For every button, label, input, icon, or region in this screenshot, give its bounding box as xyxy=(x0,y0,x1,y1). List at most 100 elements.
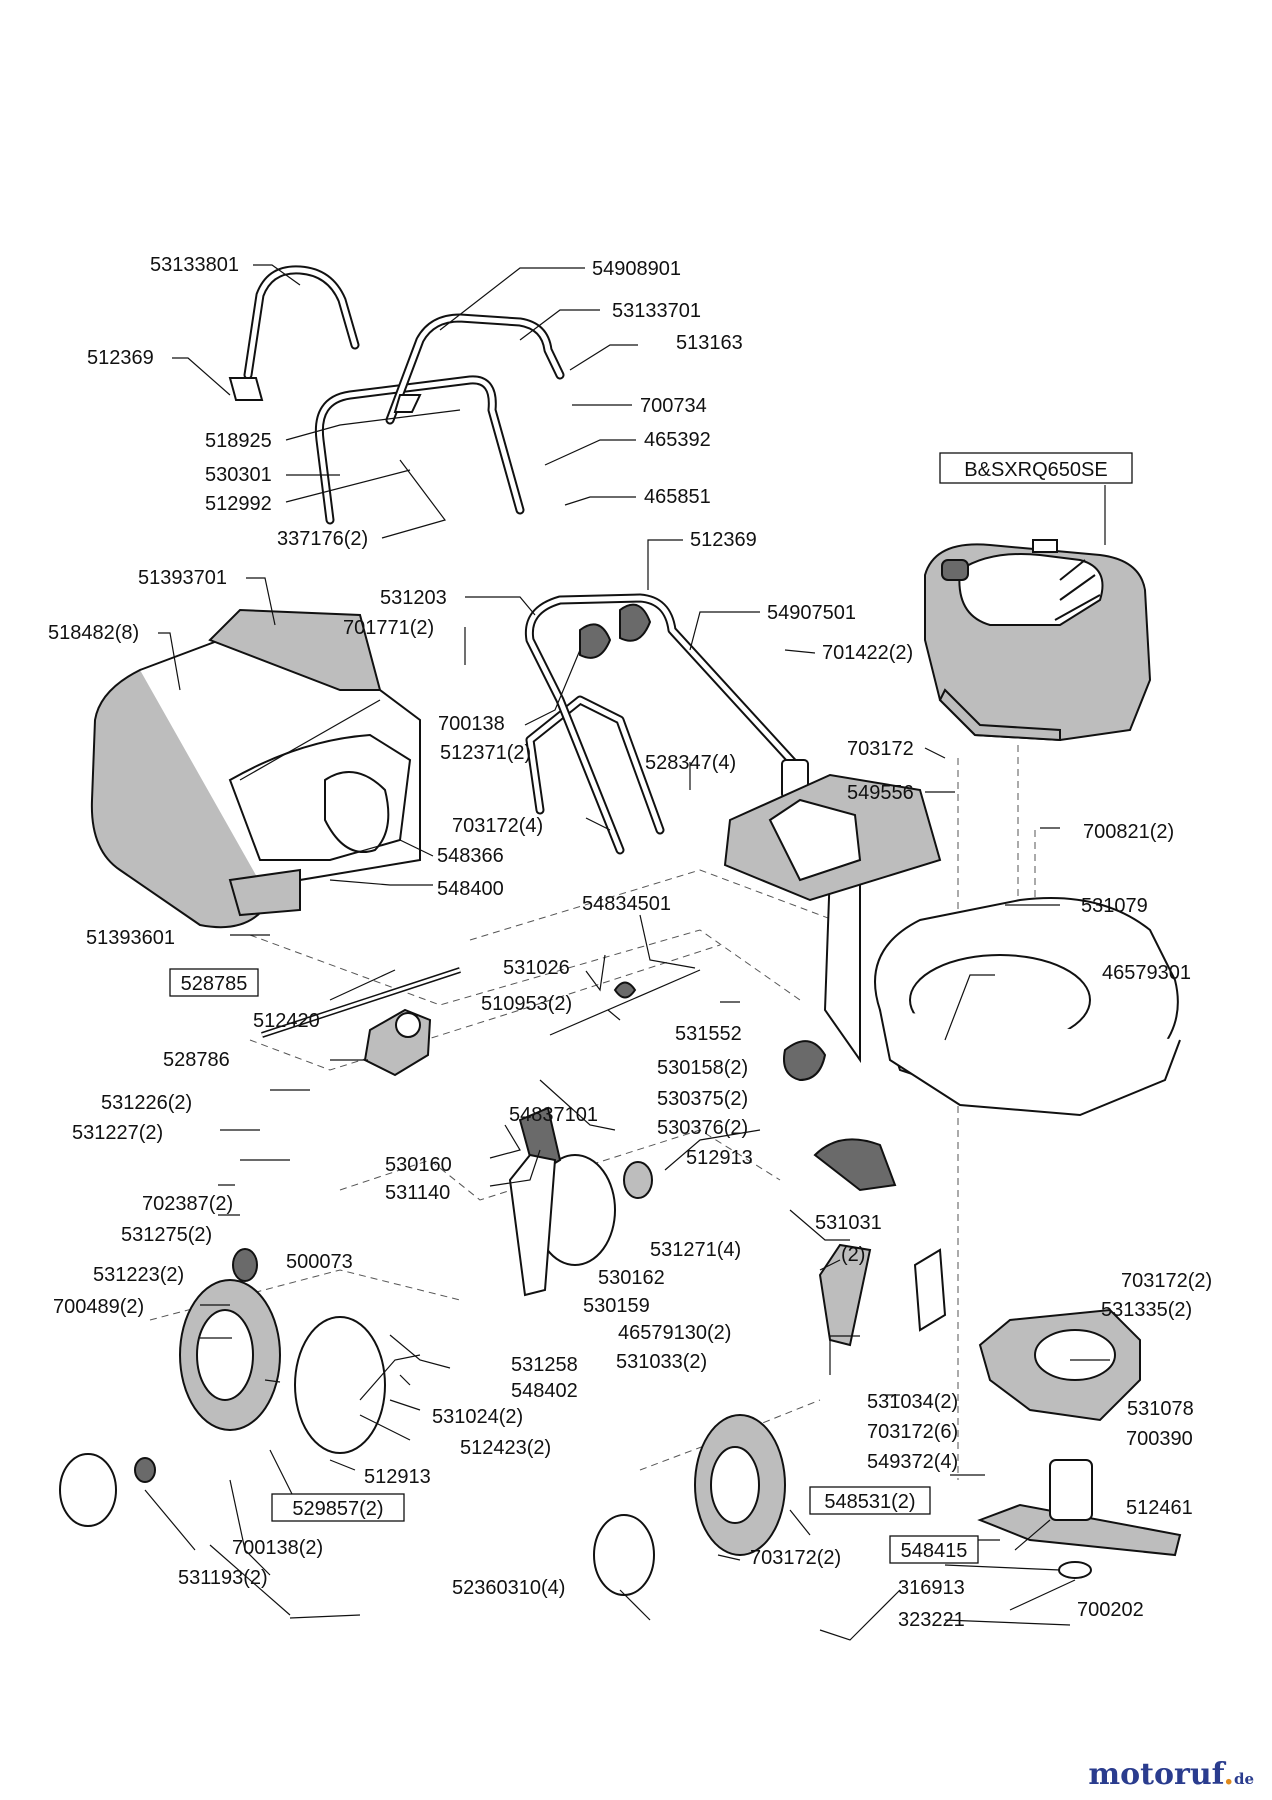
part-label-2: (2) xyxy=(841,1244,865,1266)
part-label-518925: 518925 xyxy=(205,430,272,452)
part-label-531026: 531026 xyxy=(503,957,570,979)
part-label-512913: 512913 xyxy=(686,1147,753,1169)
boxed-part-labels: 528785 529857(2) 548531(2) 548415 xyxy=(169,968,979,1564)
brand-logo: motoruf.de xyxy=(1088,1757,1254,1792)
part-label-53133701: 53133701 xyxy=(612,300,701,322)
part-label-700489-2: 700489(2) xyxy=(53,1296,144,1318)
part-label-54908901: 54908901 xyxy=(592,258,681,280)
part-label-700734: 700734 xyxy=(640,395,707,417)
part-label-531223-2: 531223(2) xyxy=(93,1264,184,1286)
part-label-531140: 531140 xyxy=(385,1182,450,1204)
part-label-512420: 512420 xyxy=(253,1010,320,1032)
part-label-530160: 530160 xyxy=(385,1154,452,1176)
part-label-53133801: 53133801 xyxy=(150,254,239,276)
part-label-531193-2: 531193(2) xyxy=(178,1567,268,1589)
part-label-531227-2: 531227(2) xyxy=(72,1122,163,1144)
part-label-701771-2: 701771(2) xyxy=(343,617,434,639)
part-label-700138: 700138 xyxy=(438,713,505,735)
mower-deck xyxy=(723,773,1181,1117)
drive-train xyxy=(261,771,701,1077)
part-label-54834501: 54834501 xyxy=(582,893,671,915)
part-label-530159: 530159 xyxy=(583,1295,650,1317)
part-label-531226-2: 531226(2) xyxy=(101,1092,192,1114)
boxed-label-529857-2: 529857(2) xyxy=(292,1498,383,1520)
part-labels: 53133801 54908901 53133701 512369 513163… xyxy=(48,254,1212,1631)
part-label-700390: 700390 xyxy=(1126,1428,1193,1450)
part-label-512992: 512992 xyxy=(205,493,272,515)
cutting-parts xyxy=(508,1040,1182,1579)
part-label-46579301: 46579301 xyxy=(1102,962,1191,984)
part-label-531034-2: 531034(2) xyxy=(867,1391,958,1413)
part-label-531275-2: 531275(2) xyxy=(121,1224,212,1246)
brand-name: motoruf xyxy=(1088,1757,1224,1792)
part-label-510953-2: 510953(2) xyxy=(481,993,572,1015)
part-label-531031: 531031 xyxy=(815,1212,882,1234)
part-label-531203: 531203 xyxy=(380,587,447,609)
upper-handle xyxy=(228,265,565,525)
part-label-531335-2: 531335(2) xyxy=(1101,1299,1192,1321)
part-label-530301: 530301 xyxy=(205,464,272,486)
part-label-549556: 549556 xyxy=(847,782,914,804)
part-label-52360310-4: 52360310(4) xyxy=(452,1577,565,1599)
part-label-531024-2: 531024(2) xyxy=(432,1406,523,1428)
part-label-513163: 513163 xyxy=(676,332,743,354)
part-label-703172: 703172 xyxy=(847,738,914,760)
part-label-531271-4: 531271(4) xyxy=(650,1239,741,1261)
boxed-label-548415: 548415 xyxy=(901,1540,968,1562)
part-label-703172-2-b: 703172(2) xyxy=(750,1547,841,1569)
part-label-548402: 548402 xyxy=(511,1380,578,1402)
part-label-500073: 500073 xyxy=(286,1251,353,1273)
part-label-46579130-2: 46579130(2) xyxy=(618,1322,731,1344)
part-label-528786: 528786 xyxy=(163,1049,230,1071)
part-label-54907501: 54907501 xyxy=(767,602,856,624)
part-label-700138-2: 700138(2) xyxy=(232,1537,323,1559)
part-label-512369: 512369 xyxy=(87,347,154,369)
part-label-54837101: 54837101 xyxy=(509,1104,598,1126)
engine xyxy=(924,539,1152,742)
part-label-703172-2: 703172(2) xyxy=(1121,1270,1212,1292)
engine-label: B&SXRQ650SE xyxy=(964,459,1107,481)
boxed-label-548531-2: 548531(2) xyxy=(824,1491,915,1513)
part-label-530376-2: 530376(2) xyxy=(657,1117,748,1139)
part-label-512423-2: 512423(2) xyxy=(460,1437,551,1459)
lower-handle xyxy=(524,593,809,855)
part-label-51393701: 51393701 xyxy=(138,567,227,589)
grass-catcher xyxy=(90,608,421,929)
part-label-700821-2: 700821(2) xyxy=(1083,821,1174,843)
part-label-518482-8: 518482(8) xyxy=(48,622,139,644)
part-label-548366: 548366 xyxy=(437,845,504,867)
part-label-549372-4: 549372(4) xyxy=(867,1451,958,1473)
part-label-531033-2: 531033(2) xyxy=(616,1351,707,1373)
part-label-531552: 531552 xyxy=(675,1023,742,1045)
part-label-528347-4: 528347(4) xyxy=(645,752,736,774)
part-label-531078: 531078 xyxy=(1127,1398,1194,1420)
part-label-316913: 316913 xyxy=(898,1577,965,1599)
part-label-512913-b: 512913 xyxy=(364,1466,431,1488)
part-label-703172-6: 703172(6) xyxy=(867,1421,958,1443)
engine-label-box: B&SXRQ650SE xyxy=(939,452,1133,484)
brand-tld: de xyxy=(1233,1770,1254,1788)
part-label-548400: 548400 xyxy=(437,878,504,900)
part-label-703172-4: 703172(4) xyxy=(452,815,543,837)
part-label-512369-b: 512369 xyxy=(690,529,757,551)
part-label-702387-2: 702387(2) xyxy=(142,1193,233,1215)
part-label-700202: 700202 xyxy=(1077,1599,1144,1621)
part-label-701422-2: 701422(2) xyxy=(822,642,913,664)
part-label-530158-2: 530158(2) xyxy=(657,1057,748,1079)
part-label-323221: 323221 xyxy=(898,1609,965,1631)
part-label-530162: 530162 xyxy=(598,1267,665,1289)
part-label-531258: 531258 xyxy=(511,1354,578,1376)
part-label-512371-2: 512371(2) xyxy=(440,742,531,764)
part-label-531079: 531079 xyxy=(1081,895,1148,917)
boxed-label-528785: 528785 xyxy=(181,973,248,995)
part-label-465392: 465392 xyxy=(644,429,711,451)
part-label-465851: 465851 xyxy=(644,486,711,508)
part-label-512461: 512461 xyxy=(1126,1497,1193,1519)
part-label-51393601: 51393601 xyxy=(86,927,175,949)
brand-dot: . xyxy=(1223,1757,1234,1792)
part-label-337176-2: 337176(2) xyxy=(277,528,368,550)
wheels xyxy=(59,1154,786,1596)
part-label-530375-2: 530375(2) xyxy=(657,1088,748,1110)
